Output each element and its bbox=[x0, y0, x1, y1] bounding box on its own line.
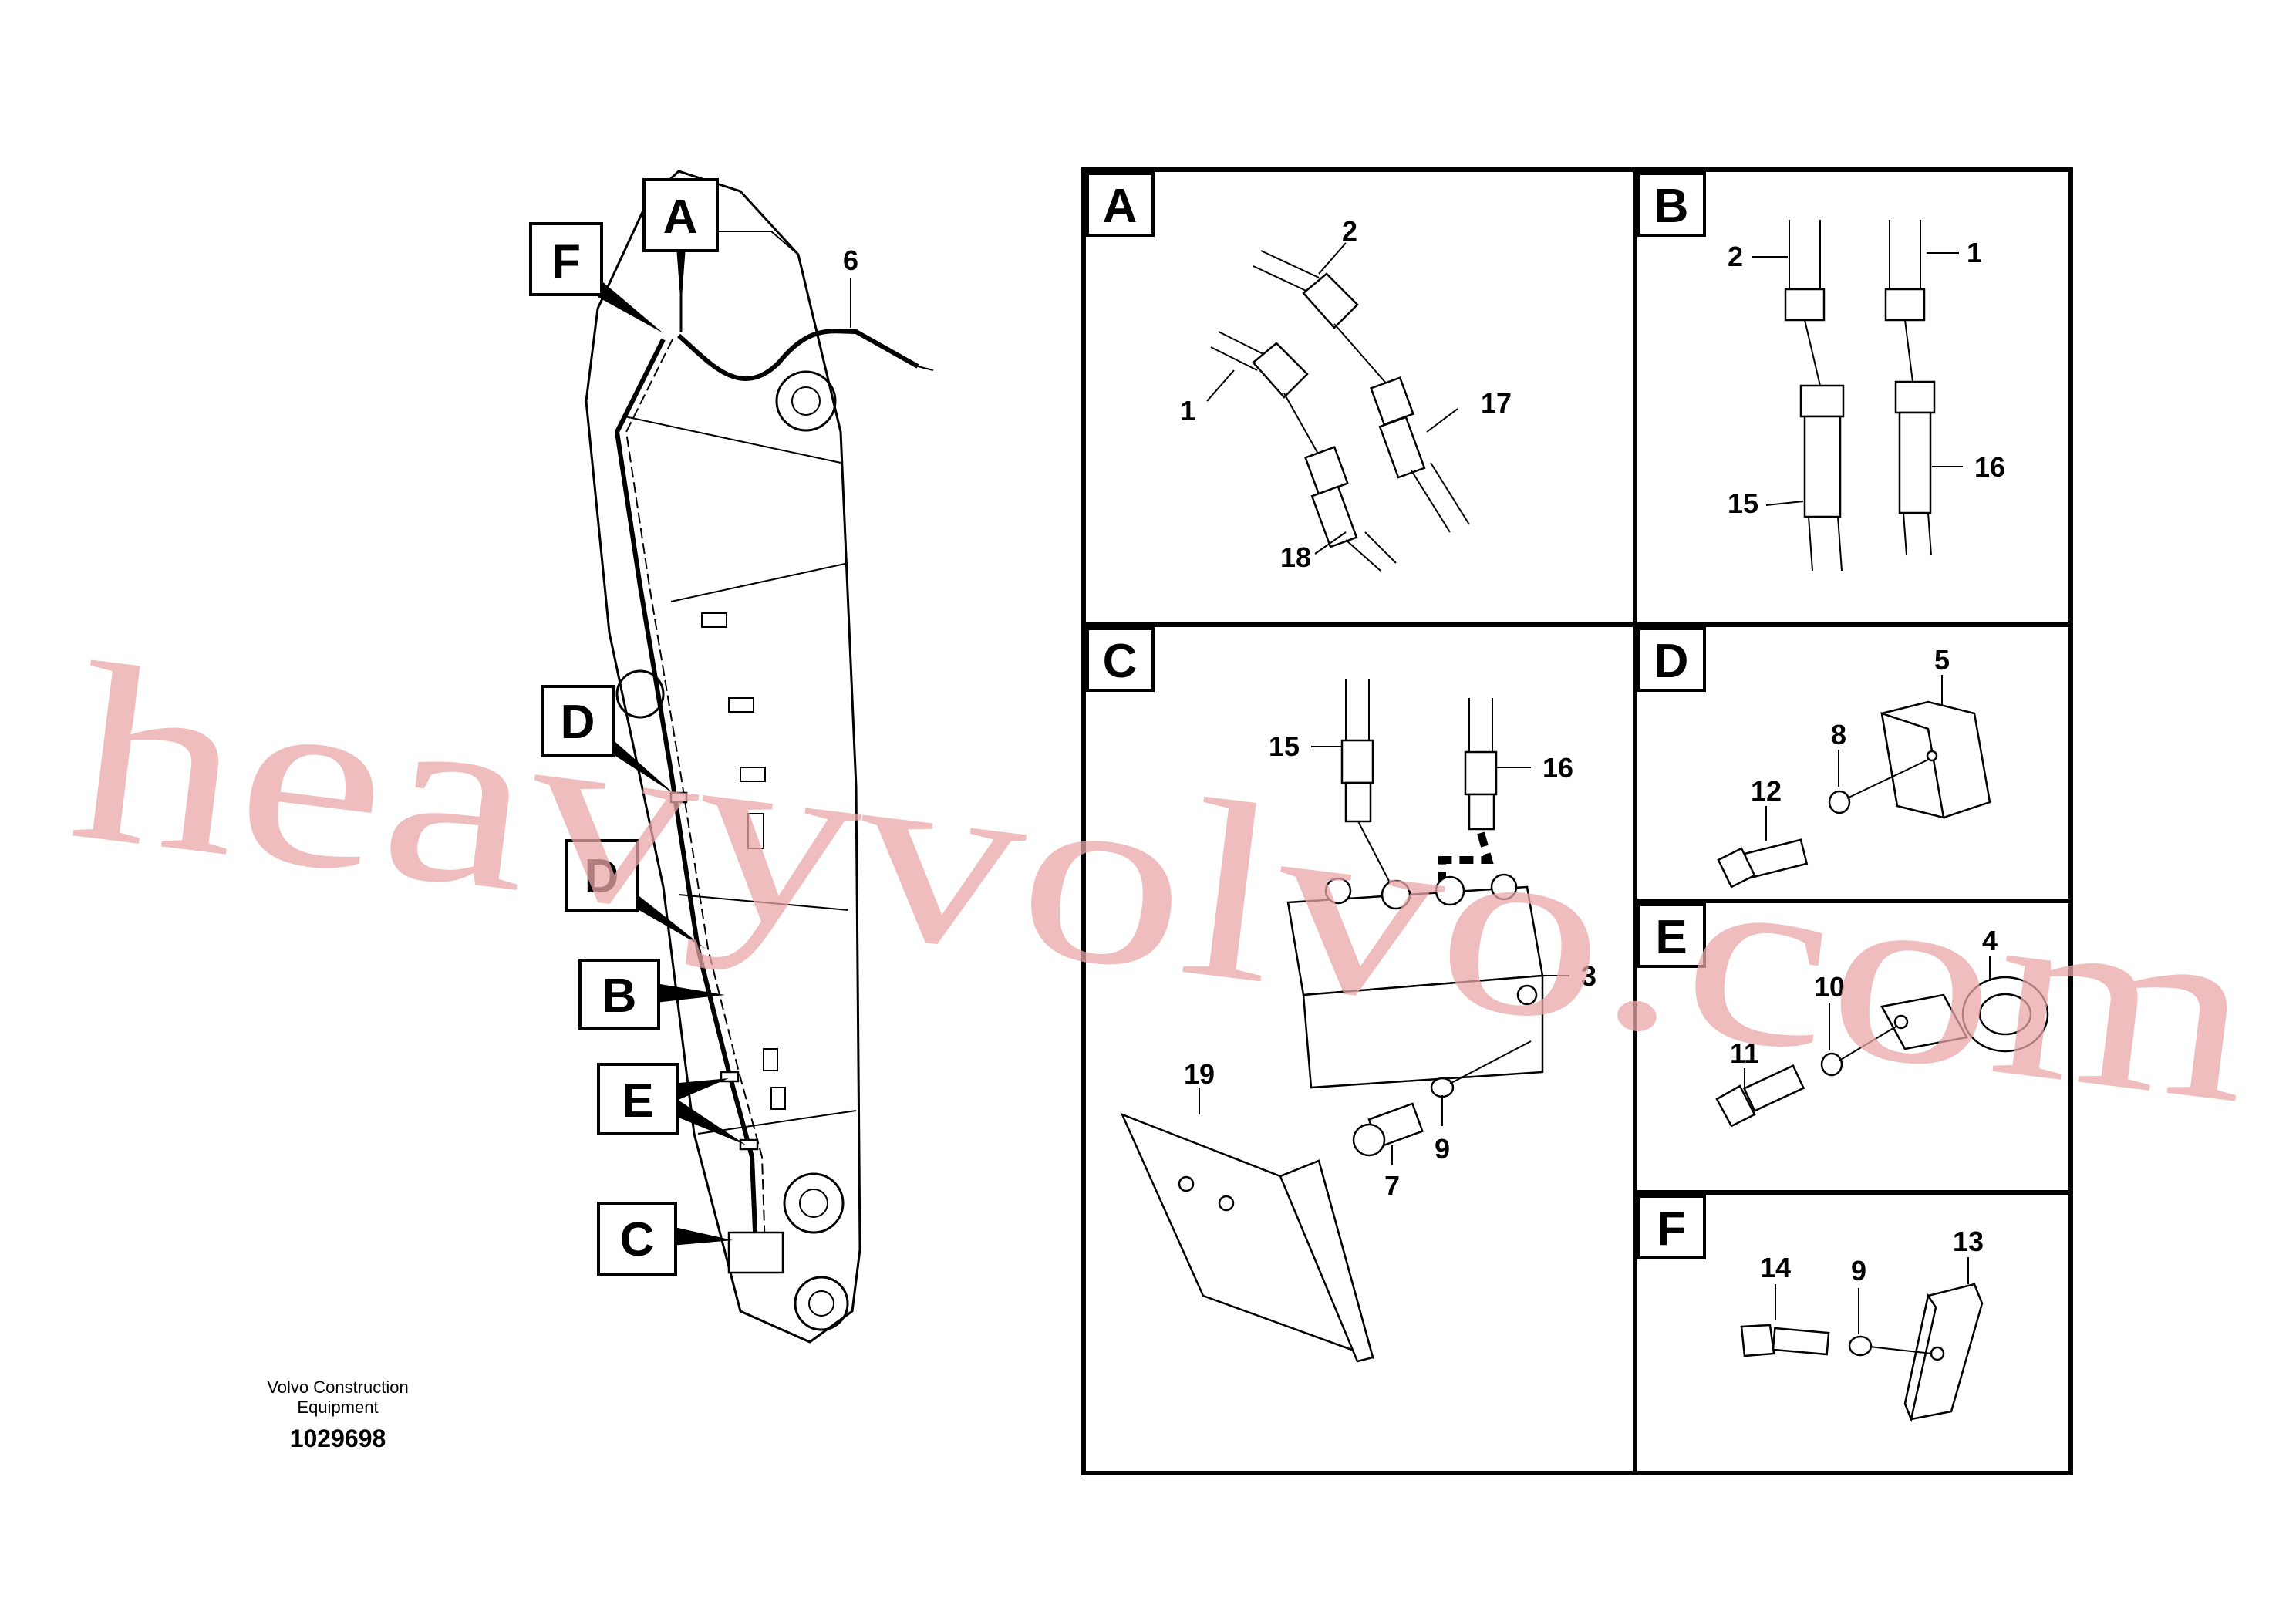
callout-f-label: F bbox=[551, 235, 581, 288]
panel-d-item-12: 12 bbox=[1751, 775, 1782, 807]
arm-item-6: 6 bbox=[843, 244, 858, 328]
panel-b-label: B bbox=[1654, 180, 1689, 233]
panel-f-header: F bbox=[1637, 1195, 1706, 1259]
callout-a: A bbox=[642, 178, 719, 332]
panel-c-item-7: 7 bbox=[1384, 1170, 1400, 1202]
panel-c-label: C bbox=[1103, 635, 1138, 688]
panel-b-item-1: 1 bbox=[1967, 237, 1982, 268]
panel-c-item-9: 9 bbox=[1435, 1133, 1450, 1165]
panel-f-item-13: 13 bbox=[1953, 1226, 1984, 1257]
drawing-caption: Volvo Construction Equipment 1029698 bbox=[267, 1378, 408, 1452]
detail-grid bbox=[1081, 167, 2073, 1475]
panel-e-item-11: 11 bbox=[1730, 1037, 1759, 1069]
panel-a-item-1: 1 bbox=[1180, 395, 1195, 427]
panel-d-item-5: 5 bbox=[1934, 644, 1950, 676]
panel-b-header: B bbox=[1637, 172, 1706, 237]
watermark-text: heavyvolvo.com bbox=[59, 610, 2267, 1157]
panel-b-item-16: 16 bbox=[1974, 451, 2005, 483]
panel-c-item-16: 16 bbox=[1542, 752, 1573, 784]
caption-part-number: 1029698 bbox=[290, 1425, 386, 1452]
panel-a-header: A bbox=[1086, 172, 1155, 237]
callout-d-upper: D bbox=[541, 685, 675, 794]
panel-f-label: F bbox=[1657, 1202, 1686, 1256]
panel-a-item-17: 17 bbox=[1481, 387, 1512, 419]
panel-c-item-3: 3 bbox=[1581, 960, 1596, 992]
panel-c-header: C bbox=[1086, 627, 1155, 692]
panel-d-drawing: 5 8 12 bbox=[1717, 644, 1991, 889]
panel-b-item-15: 15 bbox=[1728, 487, 1758, 519]
panel-b-item-2: 2 bbox=[1728, 241, 1743, 272]
caption-company: Volvo Construction bbox=[267, 1378, 408, 1397]
panel-f-item-9: 9 bbox=[1851, 1255, 1866, 1286]
panel-d-item-8: 8 bbox=[1831, 719, 1846, 750]
panel-c-item-15: 15 bbox=[1269, 730, 1300, 762]
panel-e-drawing: 4 10 11 bbox=[1715, 925, 2049, 1128]
panel-d-header: D bbox=[1637, 627, 1706, 692]
panel-e-label: E bbox=[1655, 911, 1687, 964]
panel-c-drawing: 15 16 3 19 7 9 bbox=[1120, 679, 1596, 1363]
callout-b: B bbox=[578, 959, 725, 1030]
panel-e-header: E bbox=[1637, 903, 1706, 968]
callout-d-lower: D bbox=[565, 839, 706, 949]
panel-e-item-10: 10 bbox=[1814, 971, 1845, 1003]
caption-company-line2: Equipment bbox=[297, 1398, 378, 1417]
callout-c-label: C bbox=[620, 1213, 655, 1266]
callout-b-label: B bbox=[602, 969, 637, 1023]
callout-c: C bbox=[597, 1202, 733, 1276]
arm-overview bbox=[585, 170, 934, 1344]
panel-a-drawing: 2 1 17 18 bbox=[1180, 215, 1512, 573]
item-6-label: 6 bbox=[843, 244, 858, 276]
panel-f-item-14: 14 bbox=[1760, 1252, 1791, 1283]
callout-a-label: A bbox=[663, 191, 698, 244]
panel-b-drawing: 2 1 15 16 bbox=[1728, 220, 2005, 572]
panel-c-item-19: 19 bbox=[1184, 1058, 1215, 1090]
panel-e-item-4: 4 bbox=[1982, 925, 1998, 956]
callout-f: F bbox=[529, 222, 663, 333]
panel-f-drawing: 14 9 13 bbox=[1740, 1226, 1984, 1423]
callout-d-upper-label: D bbox=[561, 696, 595, 749]
panel-a-label: A bbox=[1103, 180, 1138, 233]
callout-e-label: E bbox=[622, 1074, 653, 1128]
panel-a-item-2: 2 bbox=[1342, 215, 1357, 247]
panel-a-item-18: 18 bbox=[1280, 541, 1311, 573]
callout-e: E bbox=[597, 1063, 747, 1145]
callout-d-lower-label: D bbox=[585, 850, 619, 903]
panel-d-label: D bbox=[1654, 635, 1689, 688]
